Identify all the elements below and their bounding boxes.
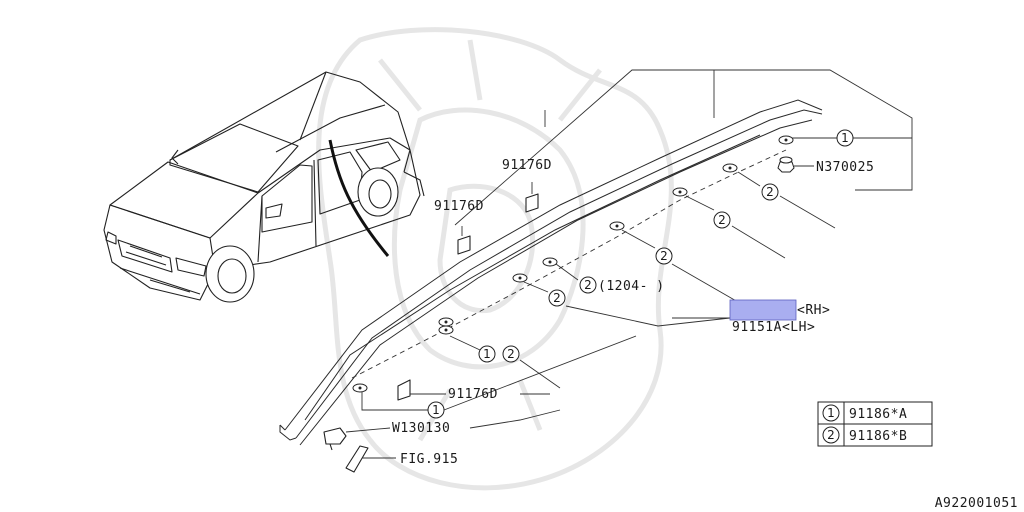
nut-icon xyxy=(777,156,795,173)
vehicle-illustration xyxy=(103,71,425,303)
callout-2: 2 xyxy=(655,247,673,265)
bracket-icon xyxy=(397,379,411,401)
callout-2: 2 xyxy=(713,211,731,229)
callout-1: 1 xyxy=(836,129,854,147)
roof-rail-assembly: 1 2 2 2 2 2 1 2 1 N370025 91176D 91176D … xyxy=(279,69,913,473)
date-range-note: (1204- ) xyxy=(598,279,665,294)
svg-text:1: 1 xyxy=(841,131,849,145)
svg-text:2: 2 xyxy=(718,213,726,227)
svg-text:2: 2 xyxy=(507,347,515,361)
svg-text:2: 2 xyxy=(766,185,774,199)
bracket-label-upper: 91176D xyxy=(502,158,552,173)
diagram-code: A922001051 xyxy=(935,496,1018,511)
part-number-highlight[interactable] xyxy=(729,299,797,321)
callout-2: 2 xyxy=(761,183,779,201)
bracket-icon xyxy=(457,235,471,255)
bracket-label-lower: 91176D xyxy=(448,387,498,402)
callout-2: 2 xyxy=(579,276,597,294)
callout-1: 1 xyxy=(478,345,496,363)
legend-row: 1 91186*A xyxy=(822,404,907,422)
rail-lh-label: 91151A<LH> xyxy=(732,320,815,335)
svg-text:2: 2 xyxy=(553,291,561,305)
callout-2: 2 xyxy=(502,345,520,363)
legend-part: 91186*A xyxy=(849,407,907,422)
svg-text:1: 1 xyxy=(432,403,440,417)
svg-text:1: 1 xyxy=(483,347,491,361)
rail-rh-label: <RH> xyxy=(797,303,830,318)
clip-label: W130130 xyxy=(392,421,450,436)
fig-reference-label: FIG.915 xyxy=(400,452,458,467)
svg-text:2: 2 xyxy=(660,249,668,263)
svg-text:2: 2 xyxy=(584,278,592,292)
legend-row: 2 91186*B xyxy=(822,426,907,444)
molding-part-icon xyxy=(345,445,369,473)
bracket-icon xyxy=(525,193,539,213)
legend-table: 1 91186*A 2 91186*B xyxy=(817,401,933,447)
legend-part: 91186*B xyxy=(849,429,907,444)
bracket-label-left: 91176D xyxy=(434,199,484,214)
legend-key: 1 xyxy=(827,406,835,420)
legend-key: 2 xyxy=(827,428,835,442)
callout-1: 1 xyxy=(427,401,445,419)
callout-2: 2 xyxy=(548,289,566,307)
retaining-clip-icon xyxy=(323,427,347,451)
watermark-emblem xyxy=(316,27,674,491)
nut-label: N370025 xyxy=(816,160,874,175)
clip-icon xyxy=(352,135,794,393)
